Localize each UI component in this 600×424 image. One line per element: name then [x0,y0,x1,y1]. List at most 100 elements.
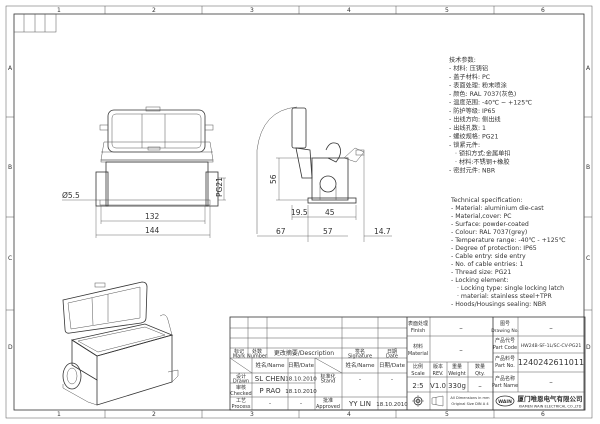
spec-en-line: - Surface: powder-coated [451,221,529,228]
stamp-cells [13,13,57,33]
dimensions-note-1: All Dimensions in mm [450,396,490,400]
dim-45: 45 [325,208,335,217]
number-en: Number [247,354,268,360]
zone-row-c: C [586,255,590,262]
drawn-cn: 设计 [236,373,246,380]
qty-value: – [478,382,482,390]
zone-labels: 1 2 3 4 5 6 1 2 3 4 5 6 A B C D A B C D [8,7,591,418]
spec-en-line: - Temperature range: -40℃ - +125℃ [451,237,566,244]
spec-english: Technical specification: - Material: alu… [450,197,566,308]
company-name-cn: 厦门唯恩电气有限公司 [518,394,583,403]
spec-cn-line: - 颜色: RAL 7037(灰色) [449,90,516,98]
part-code-en: Part Code [493,345,517,351]
spec-cn-line: · 锁扣方式:金属单扣 [455,150,511,158]
material-cn: 材料 [413,343,423,350]
mark-en: Mark [233,354,245,360]
dim-132: 132 [145,212,160,221]
rev-cn: 版本 [433,363,443,370]
spec-en-line: - Degree of protection: IP65 [451,245,537,252]
zone-col-3-top: 3 [250,7,254,14]
date-cn: 日期 [387,349,397,355]
dim-144: 144 [145,226,160,235]
spec-en-line: - Material,cover: PC [451,213,512,220]
stand-cn: 标准化 [320,373,335,380]
weight-cn: 重量 [452,363,462,370]
drawn-name: SL CHEN [255,375,285,383]
spec-cn-line: - 出线孔数: 1 [449,124,486,132]
zone-col-2: 2 [152,411,156,418]
dim-thread: PG21 [215,177,224,197]
scale-cn: 比例 [413,363,423,370]
part-no-cn: 产品料号 [495,355,515,362]
rev-value: V1.0 [430,382,446,390]
spec-en-line: - Cable entry: side entry [451,253,526,260]
part-code-cn: 产品代号 [495,337,515,344]
finish-en: Finish [411,328,425,334]
spec-cn-line: - 锁紧元件: [449,141,480,149]
side-view [256,106,392,242]
part-no-en: Part No. [495,363,515,369]
spec-en-line: Technical specification: [450,197,522,204]
part-name-value: – [549,378,553,386]
zone-col-4-top: 4 [347,7,351,14]
number-cn: 处数 [252,348,262,355]
logo-text: WAIN [498,399,512,405]
scale-value: 2:5 [412,382,423,390]
qty-en: Qty. [475,371,485,377]
spec-cn-line: - 材料: 压铸铝 [449,65,488,73]
spec-cn-line: - 温度范围: -40℃ ~ +125℃ [449,99,532,107]
dim-19-5: 19.5 [291,208,308,217]
drawn-date: 18.10.2010 [285,377,317,383]
zone-col-1: 1 [57,411,61,418]
checked-date: 18.10.2010 [285,389,317,395]
drawn-en: Drawn [233,379,249,385]
spec-chinese: 技术参数: - 材料: 压铸铝 - 盖子材料: PC - 表面处理: 粉末喷涂 … [449,56,532,175]
isometric-view [62,281,179,406]
signature-cn: 签名 [355,348,365,355]
name-col-header-2: 姓名/Name [345,361,375,369]
finish-value: – [459,324,463,332]
zone-col-6: 6 [541,411,545,418]
date-col-header-2: 日期/Date [379,362,406,369]
date-en: Date [386,354,398,360]
approved-name: YY LIN [348,400,371,408]
title-block: 标记 Mark 处数 Number 更改摘要/Description 签名 Si… [230,320,584,410]
zone-col-4: 4 [347,411,351,418]
zone-row-d: D [586,344,591,351]
checked-name: P RAO [259,387,281,395]
stand-en: Stand [321,379,336,385]
zone-row-c-left: C [8,255,12,262]
mark-cn: 标记 [234,348,244,355]
spec-cn-line: - 盖子材料: PC [449,73,490,81]
spec-cn-line: 技术参数: [449,56,476,64]
spec-en-line: - Thread size: PG21 [451,269,511,276]
zone-col-5-top: 5 [445,7,449,14]
spec-en-line: · material: stainless steel+TPR [457,293,553,300]
date-col-header: 日期/Date [288,362,315,369]
weight-value: 330g [448,382,466,390]
process-en: Process [232,404,251,410]
spec-cn-line: - 防护等级: IP65 [449,107,495,115]
spec-cn-line: - 螺纹规格: PG21 [449,133,498,141]
signature-en: Signature [348,354,372,360]
drawing-no-cn: 图号 [500,321,510,327]
zone-row-d-left: D [8,344,13,351]
front-view [62,106,226,238]
approved-en: Approved [316,404,340,410]
dim-57: 57 [323,227,333,236]
drawing-no-en: Drawing No. [491,328,519,334]
name-col-header: 姓名/Name [255,361,285,369]
zone-row-b: B [586,164,590,171]
zone-col-6-top: 6 [541,7,545,14]
drawing-no-value: – [549,324,553,332]
spec-en-line: - No. of cable entries: 1 [451,261,523,268]
spec-cn-line: - 出线方向: 侧出线 [449,116,501,124]
process-cn: 工艺 [236,398,246,404]
dim-67: 67 [276,227,286,236]
first-angle-projection-symbol [412,395,444,407]
spec-en-line: - Material: aluminium die-cast [451,205,544,212]
spec-en-line: · Locking type: single locking latch [457,285,564,292]
dim-14-7: 14.7 [374,227,391,236]
